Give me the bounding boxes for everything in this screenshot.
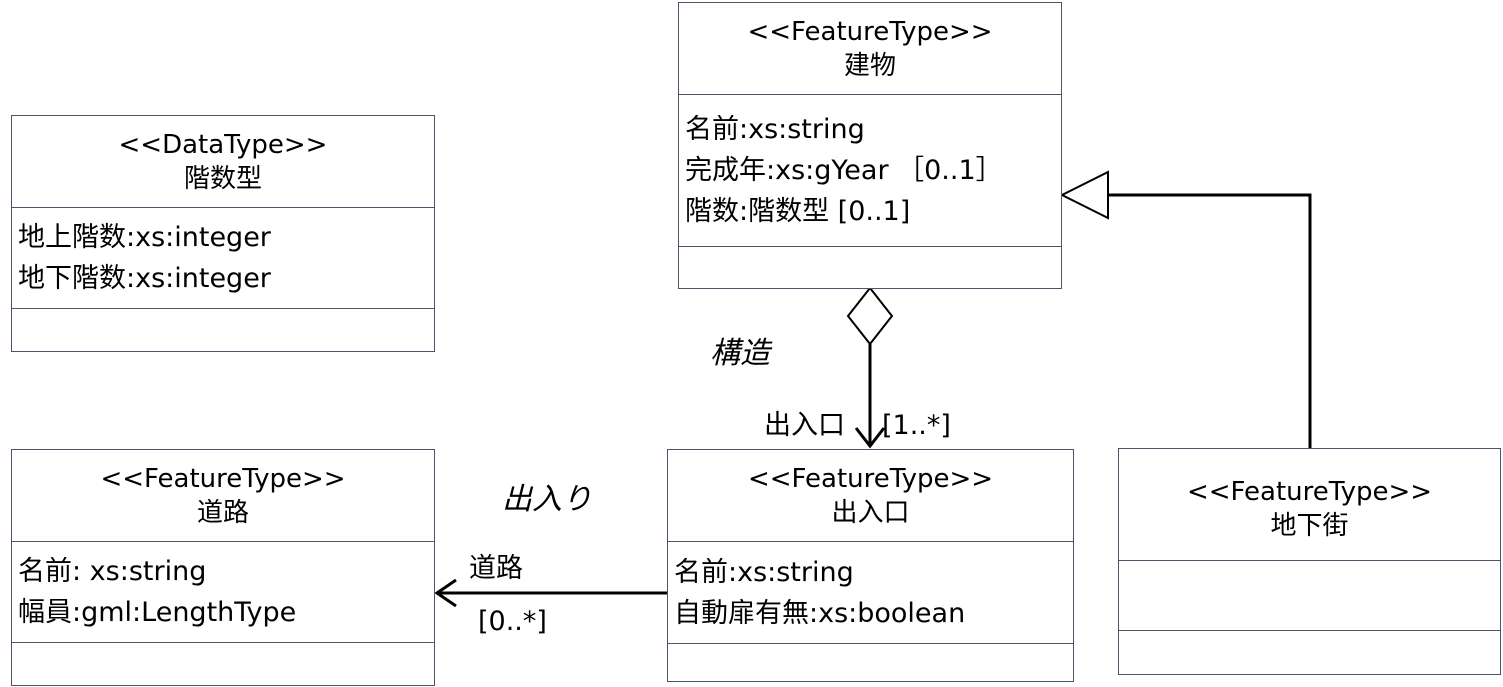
association-arrowhead xyxy=(434,578,457,608)
multiplicity-road: [0..*] xyxy=(478,606,547,637)
operation-compartment xyxy=(679,247,1061,288)
association-name-entry: 出入り xyxy=(502,482,592,517)
class-header: <<FeatureType>> 建物 xyxy=(679,3,1061,95)
attribute: 完成年:xs:gYear ［0..1］ xyxy=(685,155,1003,186)
class-name: 地下街 xyxy=(1270,510,1349,541)
stereotype: <<FeatureType>> xyxy=(1186,476,1433,507)
attribute-compartment: 名前:xs:string 自動扉有無:xs:boolean xyxy=(668,542,1073,644)
generalization-line xyxy=(1108,193,1312,448)
class-header: <<FeatureType>> 地下街 xyxy=(1119,449,1500,561)
aggregation-arrowhead xyxy=(854,427,886,449)
attribute: 地上階数:xs:integer xyxy=(18,222,271,253)
role-label-road: 道路 xyxy=(469,553,523,584)
attribute: 階数:階数型 [0..1] xyxy=(685,196,911,227)
class-entrance[interactable]: <<FeatureType>> 出入口 名前:xs:string 自動扉有無:x… xyxy=(667,449,1074,682)
attribute-compartment: 名前: xs:string 幅員:gml:LengthType xyxy=(12,542,434,643)
class-header: <<DataType>> 階数型 xyxy=(12,116,434,208)
attribute-compartment: 名前:xs:string 完成年:xs:gYear ［0..1］ 階数:階数型 … xyxy=(679,95,1061,247)
class-header: <<FeatureType>> 出入口 xyxy=(668,450,1073,542)
operation-compartment xyxy=(1119,631,1500,674)
class-floors-type[interactable]: <<DataType>> 階数型 地上階数:xs:integer 地下階数:xs… xyxy=(11,115,435,352)
attribute: 幅員:gml:LengthType xyxy=(18,597,297,628)
attribute-compartment: 地上階数:xs:integer 地下階数:xs:integer xyxy=(12,208,434,309)
stereotype: <<FeatureType>> xyxy=(747,463,994,494)
class-building[interactable]: <<FeatureType>> 建物 名前:xs:string 完成年:xs:g… xyxy=(678,2,1062,289)
class-name: 出入口 xyxy=(831,497,910,528)
association-name-structure: 構造 xyxy=(710,336,770,371)
stereotype: <<FeatureType>> xyxy=(747,16,993,47)
attribute: 自動扉有無:xs:boolean xyxy=(674,597,966,629)
class-name: 道路 xyxy=(196,497,249,528)
class-underground-mall[interactable]: <<FeatureType>> 地下街 xyxy=(1118,448,1501,675)
class-name: 建物 xyxy=(843,50,896,81)
stereotype: <<FeatureType>> xyxy=(100,463,346,494)
class-name: 階数型 xyxy=(183,163,262,194)
operation-compartment xyxy=(668,644,1073,681)
multiplicity-entrance: [1..*] xyxy=(882,410,951,441)
attribute: 名前:xs:string xyxy=(674,556,854,588)
class-header: <<FeatureType>> 道路 xyxy=(12,450,434,542)
aggregation-diamond xyxy=(846,286,894,346)
attribute: 名前: xs:string xyxy=(18,556,207,587)
attribute: 地下階数:xs:integer xyxy=(18,263,271,294)
class-road[interactable]: <<FeatureType>> 道路 名前: xs:string 幅員:gml:… xyxy=(11,449,435,686)
role-label-entrance: 出入口 xyxy=(764,410,845,441)
attribute-compartment xyxy=(1119,561,1500,631)
attribute: 名前:xs:string xyxy=(685,114,865,145)
operation-compartment xyxy=(12,643,434,685)
stereotype: <<DataType>> xyxy=(118,129,328,160)
generalization-triangle xyxy=(1059,170,1109,220)
operation-compartment xyxy=(12,309,434,351)
